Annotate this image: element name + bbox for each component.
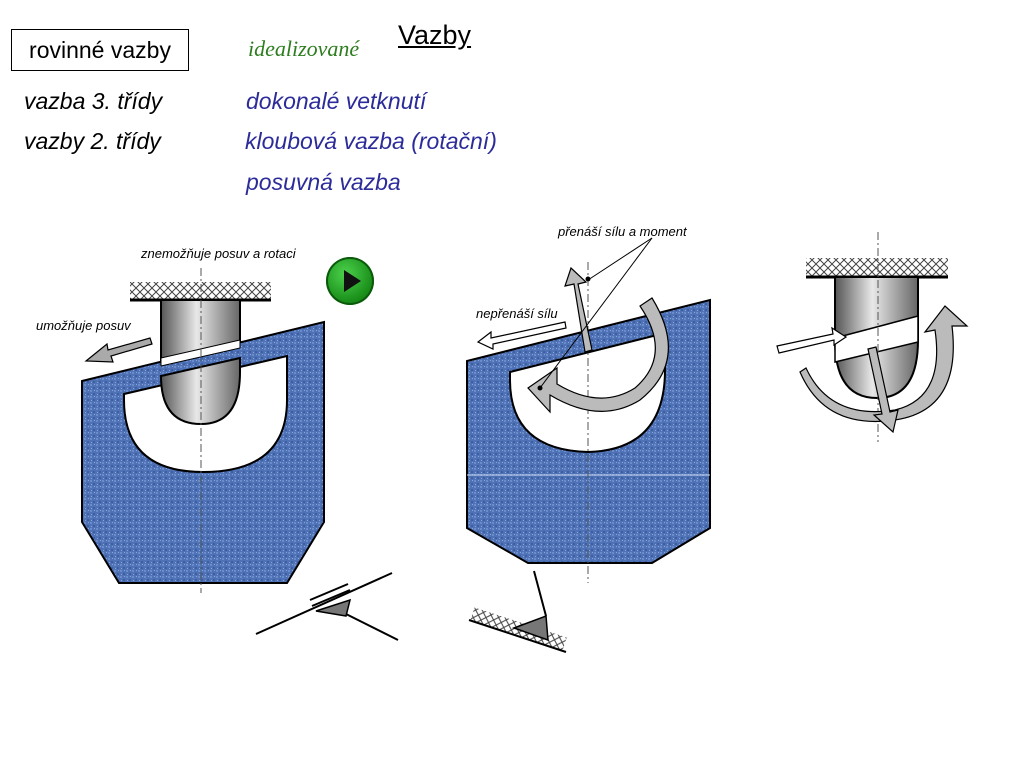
force-arrow-down-icon (867, 346, 899, 434)
play-icon (344, 270, 361, 292)
row-2-right: kloubová vazba (rotační) (245, 128, 497, 154)
play-button[interactable] (326, 257, 374, 305)
fixed-support-diagram (81, 268, 325, 593)
annotation-prevents: znemožňuje posuv a rotaci (141, 246, 296, 261)
moment-arrow-icon (527, 297, 669, 414)
hatched-ground (806, 258, 948, 276)
force-arrow-icon (564, 266, 593, 353)
row-2-left: vazby 2. třídy (24, 128, 161, 154)
hollow-arrow-left-icon (476, 321, 567, 350)
annotation-allows: umožňuje posuv (36, 318, 131, 333)
annotation-not-transmits: nepřenáší sílu (476, 306, 558, 321)
row-1-left: vazba 3. třídy (24, 88, 163, 114)
hollow-arrow-right-icon (776, 326, 848, 354)
annotation-transmits: přenáší sílu a moment (558, 224, 687, 239)
row-3-right: posuvná vazba (246, 169, 401, 195)
section-label-box: rovinné vazby (11, 29, 189, 71)
arrow-left-icon (84, 337, 153, 363)
sliding-joint-diagram (776, 232, 969, 442)
page-title: Vazby (398, 20, 472, 50)
rotation-arrow-icon (799, 305, 969, 423)
idealized-label: idealizované (248, 36, 360, 61)
sliding-support-symbol (255, 572, 399, 641)
pin-joint-diagram (466, 237, 711, 583)
pin-support-symbol (468, 570, 567, 653)
row-1-right: dokonalé vetknutí (246, 88, 427, 114)
